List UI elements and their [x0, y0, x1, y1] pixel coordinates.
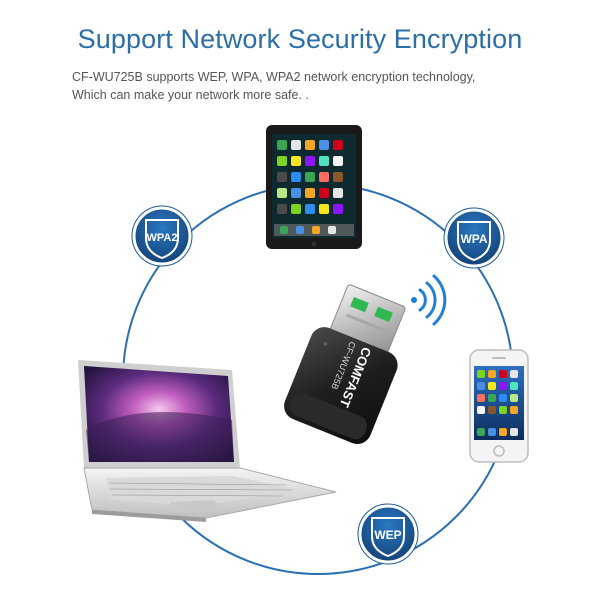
badge-wep-label: WEP — [374, 528, 401, 542]
shield-icon — [371, 517, 405, 558]
shield-icon — [145, 219, 179, 260]
wifi-signal-icon — [411, 274, 447, 326]
laptop-device — [78, 360, 337, 522]
tablet-app-icons — [274, 140, 354, 236]
description-line-1: CF-WU725B supports WEP, WPA, WPA2 networ… — [72, 70, 476, 84]
tablet-device — [266, 125, 362, 249]
badge-wpa2-label: WPA2 — [147, 232, 178, 244]
phone-app-icons — [477, 370, 518, 436]
laptop-keyboard — [109, 482, 293, 497]
badge-wpa-label: WPA — [460, 232, 487, 246]
badge-wpa2: WPA2 — [131, 205, 193, 267]
description: CF-WU725B supports WEP, WPA, WPA2 networ… — [72, 68, 592, 104]
badge-wpa: WPA — [443, 207, 505, 269]
badge-wep: WEP — [357, 503, 419, 565]
shield-icon — [457, 221, 491, 262]
page-title: Support Network Security Encryption — [77, 24, 523, 54]
smartphone-device — [469, 349, 529, 463]
usb-wifi-adapter: COMFAST CF-WU725B — [284, 284, 406, 444]
description-line-2: Which can make your network more safe. . — [72, 88, 309, 102]
